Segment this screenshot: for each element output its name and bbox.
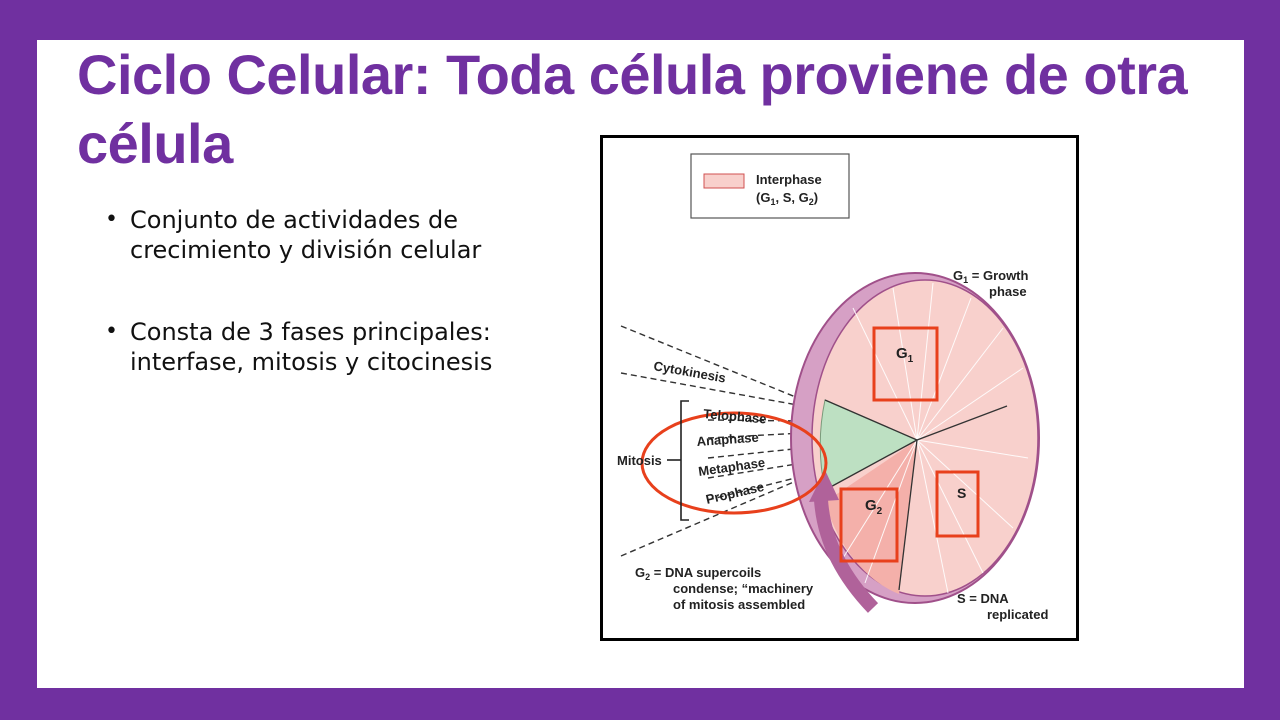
slide-title: Ciclo Celular: Toda célula proviene de o… xyxy=(77,43,1188,175)
bullet-item: • Conjunto de actividades de crecimiento… xyxy=(105,205,525,265)
telophase-label: Telophase xyxy=(703,406,767,426)
bullet-dot-icon: • xyxy=(105,207,118,232)
dashed-guides xyxy=(620,325,804,557)
g2-sector-label: G2 xyxy=(865,497,883,517)
anaphase-label: Anaphase xyxy=(696,430,759,449)
highlight-boxes xyxy=(640,326,980,563)
g2-sector xyxy=(825,440,917,594)
bullet-dot-icon: • xyxy=(105,319,118,344)
g1-note: G1 = Growth xyxy=(953,268,1029,285)
s-highlight-box xyxy=(935,470,980,538)
g1-sector-label: G1 xyxy=(896,345,914,365)
cell-cycle-wheel xyxy=(790,272,1040,613)
g2-note: G2 = DNA supercoils xyxy=(635,565,761,582)
prophase-label: Prophase xyxy=(704,479,765,507)
bullet-item: • Consta de 3 fases principales: interfa… xyxy=(105,317,525,377)
s-note-line2: replicated xyxy=(987,607,1048,622)
cell-cycle-svg: Interphase (G1, S, G2) xyxy=(617,153,1048,622)
legend-label-interphase: Interphase xyxy=(756,172,822,187)
slide: Ciclo Celular: Toda célula proviene de o… xyxy=(37,40,1244,688)
s-note: S = DNA xyxy=(957,591,1009,606)
bullet-list: • Conjunto de actividades de crecimiento… xyxy=(105,205,525,429)
bullet-text: Conjunto de actividades de crecimiento y… xyxy=(130,206,482,264)
legend-box: Interphase (G1, S, G2) xyxy=(690,153,850,219)
bullet-text: Consta de 3 fases principales: interfase… xyxy=(130,318,493,376)
g2-note-line2: condense; “machinery xyxy=(673,581,814,596)
mitosis-label: Mitosis xyxy=(617,453,662,468)
g1-highlight-box xyxy=(872,326,939,402)
s-sector-label: S xyxy=(957,485,966,501)
legend-swatch xyxy=(703,173,745,189)
g2-note-line3: of mitosis assembled xyxy=(673,597,805,612)
cycle-arrow xyxy=(814,499,879,613)
g2-highlight-box xyxy=(839,487,899,563)
cell-cycle-diagram: Interphase (G1, S, G2) xyxy=(600,135,1079,641)
legend-label-phases: (G1, S, G2) xyxy=(756,190,818,207)
metaphase-label: Metaphase xyxy=(697,455,766,479)
g1-note-line2: phase xyxy=(989,284,1027,299)
mitosis-highlight-ellipse xyxy=(640,411,828,515)
cytokinesis-label: Cytokinesis xyxy=(652,358,726,385)
